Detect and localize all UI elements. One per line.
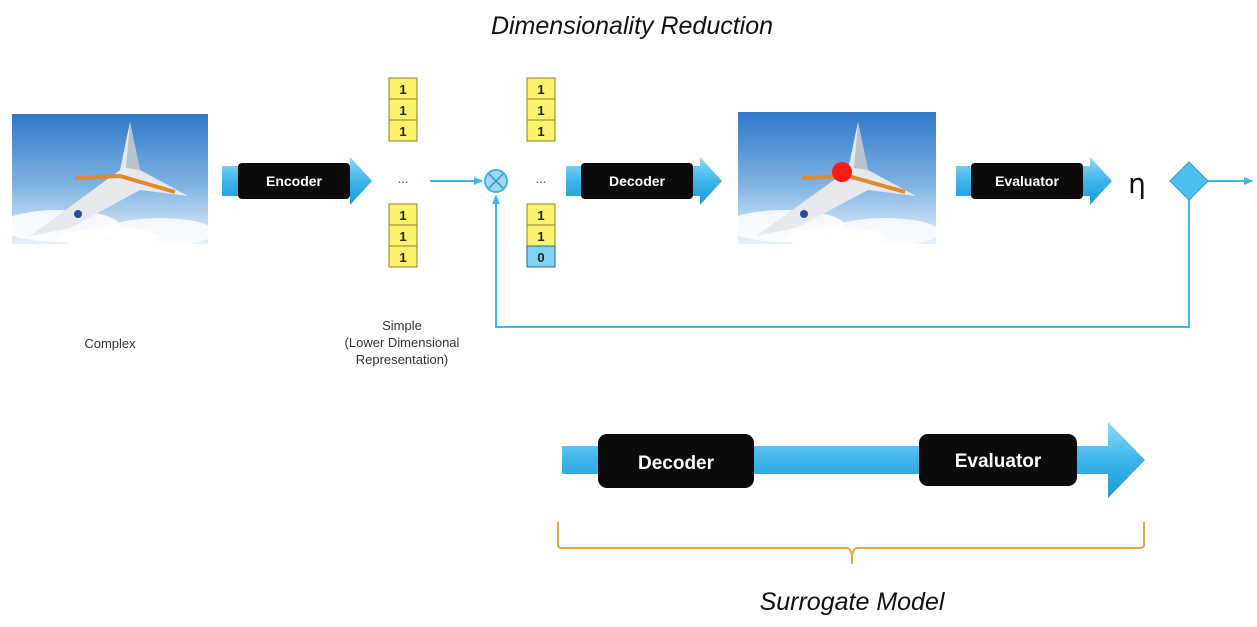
evaluator-box — [971, 163, 1083, 199]
simple-label-line3: Representation) — [356, 352, 449, 367]
latent-cell-value: 1 — [399, 229, 406, 244]
decoder-arrow: Decoder — [566, 157, 722, 205]
encoder-arrow: Encoder — [222, 157, 372, 205]
simple-label: Simple — [382, 318, 422, 333]
surrogate-decoder-label: Decoder — [638, 453, 715, 474]
modified-ellipsis: ... — [536, 171, 547, 186]
modified-cell-value: 0 — [537, 250, 544, 265]
modified-cell-changed — [526, 245, 556, 268]
complex-label: Complex — [84, 336, 136, 351]
modification-marker — [832, 162, 852, 182]
decoder-box — [581, 163, 693, 199]
evaluator-label: Evaluator — [995, 173, 1059, 189]
decoder-label: Decoder — [609, 173, 666, 189]
eta-output: η — [1128, 167, 1146, 200]
latent-cell-value: 1 — [399, 250, 406, 265]
latent-vector: 1 1 1 1 1 1 ... — [388, 77, 418, 268]
modified-cell — [526, 119, 556, 142]
modified-vector: 1 1 1 1 1 0 ... — [526, 77, 556, 268]
surrogate-evaluator-box — [919, 434, 1077, 486]
encoder-box — [238, 163, 350, 199]
latent-cell — [388, 245, 418, 268]
latent-cell-value: 1 — [399, 82, 406, 97]
surrogate-caption: Surrogate Model — [760, 588, 946, 616]
latent-cell-value: 1 — [399, 124, 406, 139]
modified-cell-value: 1 — [537, 82, 544, 97]
modified-cell-value: 1 — [537, 208, 544, 223]
evaluator-arrow: Evaluator — [956, 157, 1112, 205]
output-aircraft-image — [725, 112, 940, 248]
decision-diamond — [1169, 161, 1209, 201]
feedback-loop-line — [492, 195, 1190, 328]
surrogate-decoder-box — [598, 434, 754, 488]
input-aircraft-image — [0, 114, 215, 248]
modified-cell-value: 1 — [537, 103, 544, 118]
diagram-title: Dimensionality Reduction — [491, 12, 773, 40]
combine-node — [484, 169, 508, 193]
simple-label-line2: (Lower Dimensional — [345, 335, 460, 350]
latent-cell-value: 1 — [399, 103, 406, 118]
modified-cell-value: 1 — [537, 229, 544, 244]
surrogate-bracket — [557, 522, 1145, 564]
latent-cell — [388, 119, 418, 142]
latent-cell-value: 1 — [399, 208, 406, 223]
encoder-label: Encoder — [266, 173, 323, 189]
surrogate-arrow: Decoder Evaluator — [562, 422, 1145, 498]
surrogate-evaluator-label: Evaluator — [955, 451, 1042, 472]
latent-ellipsis: ... — [398, 171, 409, 186]
modified-cell-value: 1 — [537, 124, 544, 139]
